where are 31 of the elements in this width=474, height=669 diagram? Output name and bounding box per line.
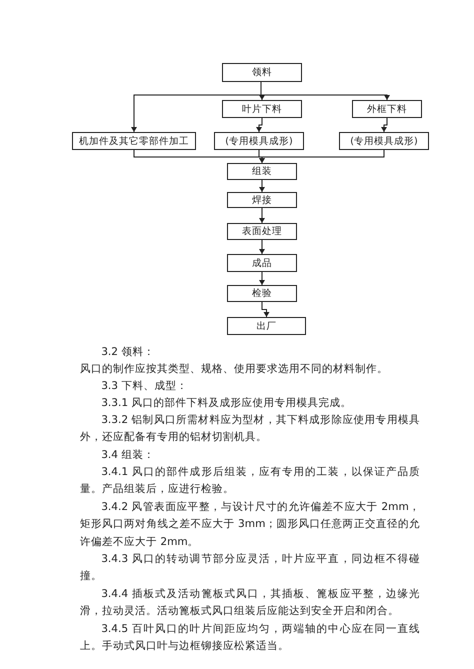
arrow [259, 272, 265, 286]
arrow [262, 302, 270, 318]
process-box: 机加件及其它零部件加工 [72, 132, 196, 150]
process-box: (专用模具成形) [214, 132, 304, 150]
process-box: 检验 [227, 285, 297, 302]
paragraph: 3.3.1 风口的部件下料及成形应使用专用模具完成。 [100, 396, 353, 411]
paragraph: 3.3.2 铝制风口所需材料应为型材，其下料成形除应使用专用模具外，还应配备有专用的铝材切割机具。 [80, 413, 420, 446]
process-box: (专用模具成形) [339, 132, 429, 150]
paragraph: 3.4.2 风管表面应平整，与设计尺寸的允许偏差不应大于 2mm，矩形风口两对角线之差不应大于 3mm；圆形风口任意两正交直径的允许偏差不应大于 2mm。 [80, 500, 420, 550]
paragraph: 3.4.1 风口的部件成形后组装，应有专用的工装，以保证产品质量。产品组装后，应进行检验。 [80, 465, 420, 498]
process-box: 表面处理 [227, 223, 297, 240]
paragraph: 3.4.3 风口的转动调节部分应灵活，叶片应平直，同边框不得碰撞。 [80, 552, 420, 584]
arrow [259, 150, 384, 164]
paragraph: 3.3 下料、成型： [100, 379, 188, 394]
paragraph: 3.4 组装： [100, 448, 156, 463]
process-box: 叶片下料 [222, 100, 302, 118]
arrow [259, 208, 265, 224]
process-box: 出厂 [227, 317, 306, 335]
process-box: 领料 [222, 63, 302, 82]
paragraph: 3.2 领料： [100, 345, 156, 360]
paragraph: 3.4.4 插板式及活动篦板式风口，其插板、篦板应平整，边缘光滑，拉动灵活。活动篦板式风口组装后应能达到安全开启和闭合。 [80, 587, 420, 620]
arrow [381, 118, 388, 132]
paragraph: 3.4.5 百叶风口的叶片间距应均匀，两端轴的中心应在同一直线上。手动式风口叶与边框铆接应松紧适当。 [80, 622, 420, 654]
arrow [259, 180, 265, 192]
process-box: 组装 [227, 163, 297, 180]
arrow [259, 240, 265, 254]
process-box: 焊接 [227, 192, 297, 208]
process-box: 成品 [227, 254, 297, 272]
paragraph: 风口的制作应按其类型、规格、使用要求选用不同的材料制作。 [80, 362, 389, 377]
arrow [256, 118, 262, 132]
process-box: 外框下料 [352, 100, 422, 118]
